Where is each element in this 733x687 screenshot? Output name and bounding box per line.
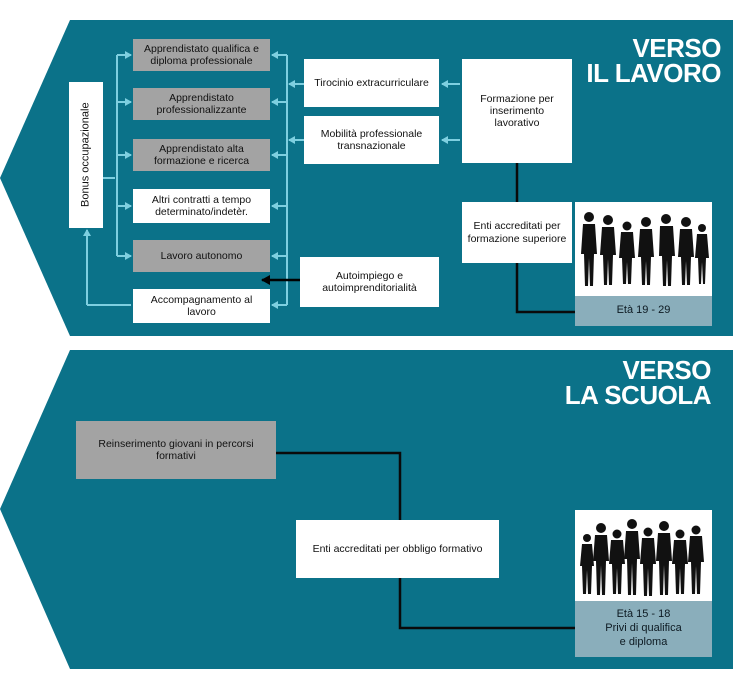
- box-apprendistato-professionalizzante-label: Apprendistato professionalizzante: [156, 91, 247, 116]
- young-people-silhouettes-bottom: [575, 510, 712, 601]
- eta-bottom-line2: Privi di qualifica: [605, 622, 682, 635]
- box-enti-formazione-superiore: Enti accreditati per formazione superior…: [462, 202, 572, 263]
- box-apprendistato-alta-formazione-label: Apprendistato alta formazione e ricerca: [153, 142, 250, 167]
- bonus-occupazionale-label: Bonus occupazionale: [79, 102, 92, 208]
- eta-bottom-line1: Età 15 - 18: [616, 608, 671, 621]
- box-reinserimento-label: Reinserimento giovani in percorsi format…: [98, 437, 254, 462]
- box-autoimpiego-label: Autoimpiego e autoimprenditorialità: [322, 269, 417, 294]
- top-title-line2: IL LAVORO: [586, 58, 721, 88]
- bonus-occupazionale-box: Bonus occupazionale: [69, 82, 103, 228]
- box-tirocinio-label: Tirocinio extracurriculare: [314, 76, 429, 89]
- top-title-line1: VERSO: [632, 33, 721, 63]
- box-formazione-inserimento: Formazione per inserimento lavorativo: [462, 59, 572, 163]
- box-tirocinio: Tirocinio extracurriculare: [304, 59, 439, 107]
- box-altri-contratti-label: Altri contratti a tempo determinato/inde…: [151, 193, 252, 218]
- box-reinserimento: Reinserimento giovani in percorsi format…: [76, 421, 276, 479]
- young-people-silhouettes-top: [575, 202, 712, 296]
- people-silhouette-icon: [581, 212, 709, 286]
- box-lavoro-autonomo: Lavoro autonomo: [133, 240, 270, 272]
- eta-top-label-box: Età 19 - 29: [575, 296, 712, 326]
- box-accompagnamento-label: Accompagnamento al lavoro: [150, 293, 253, 318]
- box-altri-contratti: Altri contratti a tempo determinato/inde…: [133, 189, 270, 223]
- box-lavoro-autonomo-label: Lavoro autonomo: [160, 249, 243, 262]
- box-apprendistato-qualifica: Apprendistato qualifica e diploma profes…: [133, 39, 270, 71]
- box-apprendistato-qualifica-label: Apprendistato qualifica e diploma profes…: [144, 42, 259, 67]
- box-apprendistato-alta-formazione: Apprendistato alta formazione e ricerca: [133, 139, 270, 171]
- top-title: VERSO IL LAVORO: [586, 33, 721, 88]
- box-enti-obbligo-formativo-label: Enti accreditati per obbligo formativo: [312, 542, 483, 555]
- bottom-title-line1: VERSO: [622, 355, 711, 385]
- box-mobilita-label: Mobilità professionale transnazionale: [320, 127, 423, 152]
- box-autoimpiego: Autoimpiego e autoimprenditorialità: [300, 257, 439, 307]
- box-accompagnamento: Accompagnamento al lavoro: [133, 289, 270, 323]
- box-formazione-inserimento-label: Formazione per inserimento lavorativo: [480, 92, 554, 130]
- eta-bottom-label-box: Età 15 - 18 Privi di qualifica e diploma: [575, 601, 712, 657]
- box-enti-formazione-superiore-label: Enti accreditati per formazione superior…: [467, 220, 567, 245]
- bottom-title: VERSO LA SCUOLA: [564, 355, 712, 410]
- box-enti-obbligo-formativo: Enti accreditati per obbligo formativo: [296, 520, 499, 578]
- eta-top-label: Età 19 - 29: [616, 304, 671, 317]
- bottom-title-line2: LA SCUOLA: [564, 380, 712, 410]
- box-apprendistato-professionalizzante: Apprendistato professionalizzante: [133, 88, 270, 120]
- group-silhouette-icon: [580, 519, 704, 596]
- box-mobilita: Mobilità professionale transnazionale: [304, 116, 439, 164]
- eta-bottom-line3: e diploma: [619, 635, 668, 648]
